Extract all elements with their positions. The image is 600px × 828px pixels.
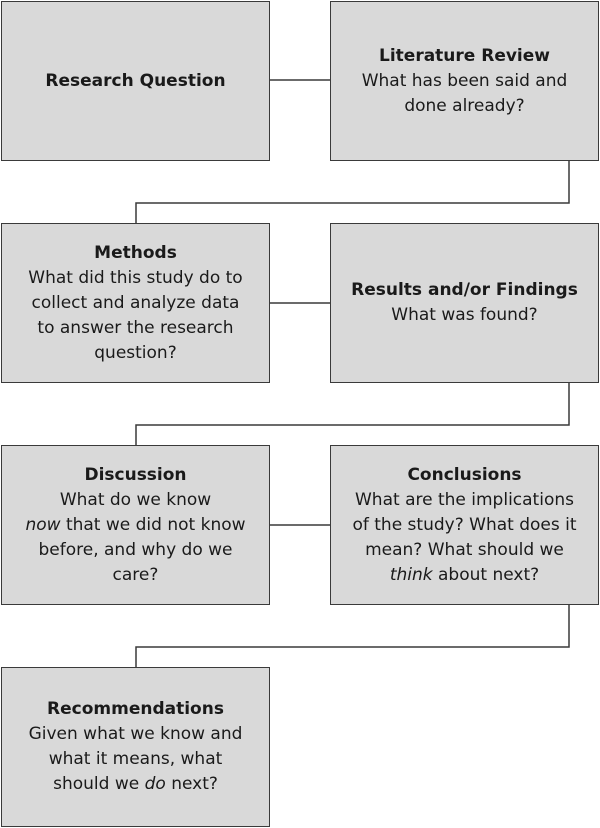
text-line: mean? What should we	[365, 539, 564, 560]
text-line: should we do next?	[53, 774, 218, 794]
text-line: done already?	[404, 95, 525, 116]
literature-review-box: Literature Review What has been said and…	[330, 1, 599, 161]
literature-review-text: What has been said and done already?	[362, 69, 568, 119]
results-title: Results and/or Findings	[351, 280, 578, 300]
conclusions-text: What are the implications of the study? W…	[352, 488, 576, 588]
text-line: care?	[112, 564, 159, 585]
recommendations-title: Recommendations	[47, 699, 224, 719]
methods-box: Methods What did this study do to collect…	[1, 223, 270, 383]
conclusions-box: Conclusions What are the implications of …	[330, 445, 599, 605]
connector-literature-to-methods	[135, 160, 570, 223]
results-text: What was found?	[391, 303, 537, 328]
text-line: to answer the research	[37, 317, 234, 338]
text-line: Given what we know and	[28, 724, 243, 744]
text-line: now that we did not know	[25, 514, 246, 535]
methods-title: Methods	[94, 242, 177, 263]
text-line: What has been said and	[361, 70, 568, 91]
text-line: what it means, what	[48, 749, 223, 769]
research-question-title: Research Question	[45, 70, 226, 91]
text-line: What did this study do to	[28, 267, 243, 288]
discussion-title: Discussion	[84, 464, 187, 485]
recommendations-box: Recommendations Given what we know and wh…	[1, 667, 270, 827]
connector-results-to-discussion	[135, 383, 570, 445]
discussion-box: Discussion What do we know now that we di…	[1, 445, 270, 605]
text-line: collect and analyze data	[31, 292, 240, 313]
emphasized-word: now	[25, 514, 61, 535]
text-line: What are the implications	[355, 489, 574, 510]
text-line: of the study? What does it	[352, 514, 577, 535]
research-question-box: Research Question	[1, 1, 270, 161]
text-line: What do we know	[59, 489, 212, 510]
connector-conclusions-to-recommendations	[135, 605, 570, 667]
text-line: What was found?	[391, 305, 538, 325]
recommendations-text: Given what we know and what it means, wha…	[29, 722, 243, 797]
text-line: think about next?	[389, 564, 540, 585]
text-line: question?	[94, 342, 177, 363]
text-line: before, and why do we	[38, 539, 233, 560]
results-box: Results and/or Findings What was found?	[330, 223, 599, 383]
emphasized-word: do	[144, 774, 166, 794]
literature-review-title: Literature Review	[379, 45, 550, 66]
methods-text: What did this study do to collect and ana…	[28, 266, 242, 366]
conclusions-title: Conclusions	[407, 464, 522, 485]
emphasized-word: think	[389, 564, 433, 585]
discussion-text: What do we know now that we did not know b…	[25, 488, 245, 588]
